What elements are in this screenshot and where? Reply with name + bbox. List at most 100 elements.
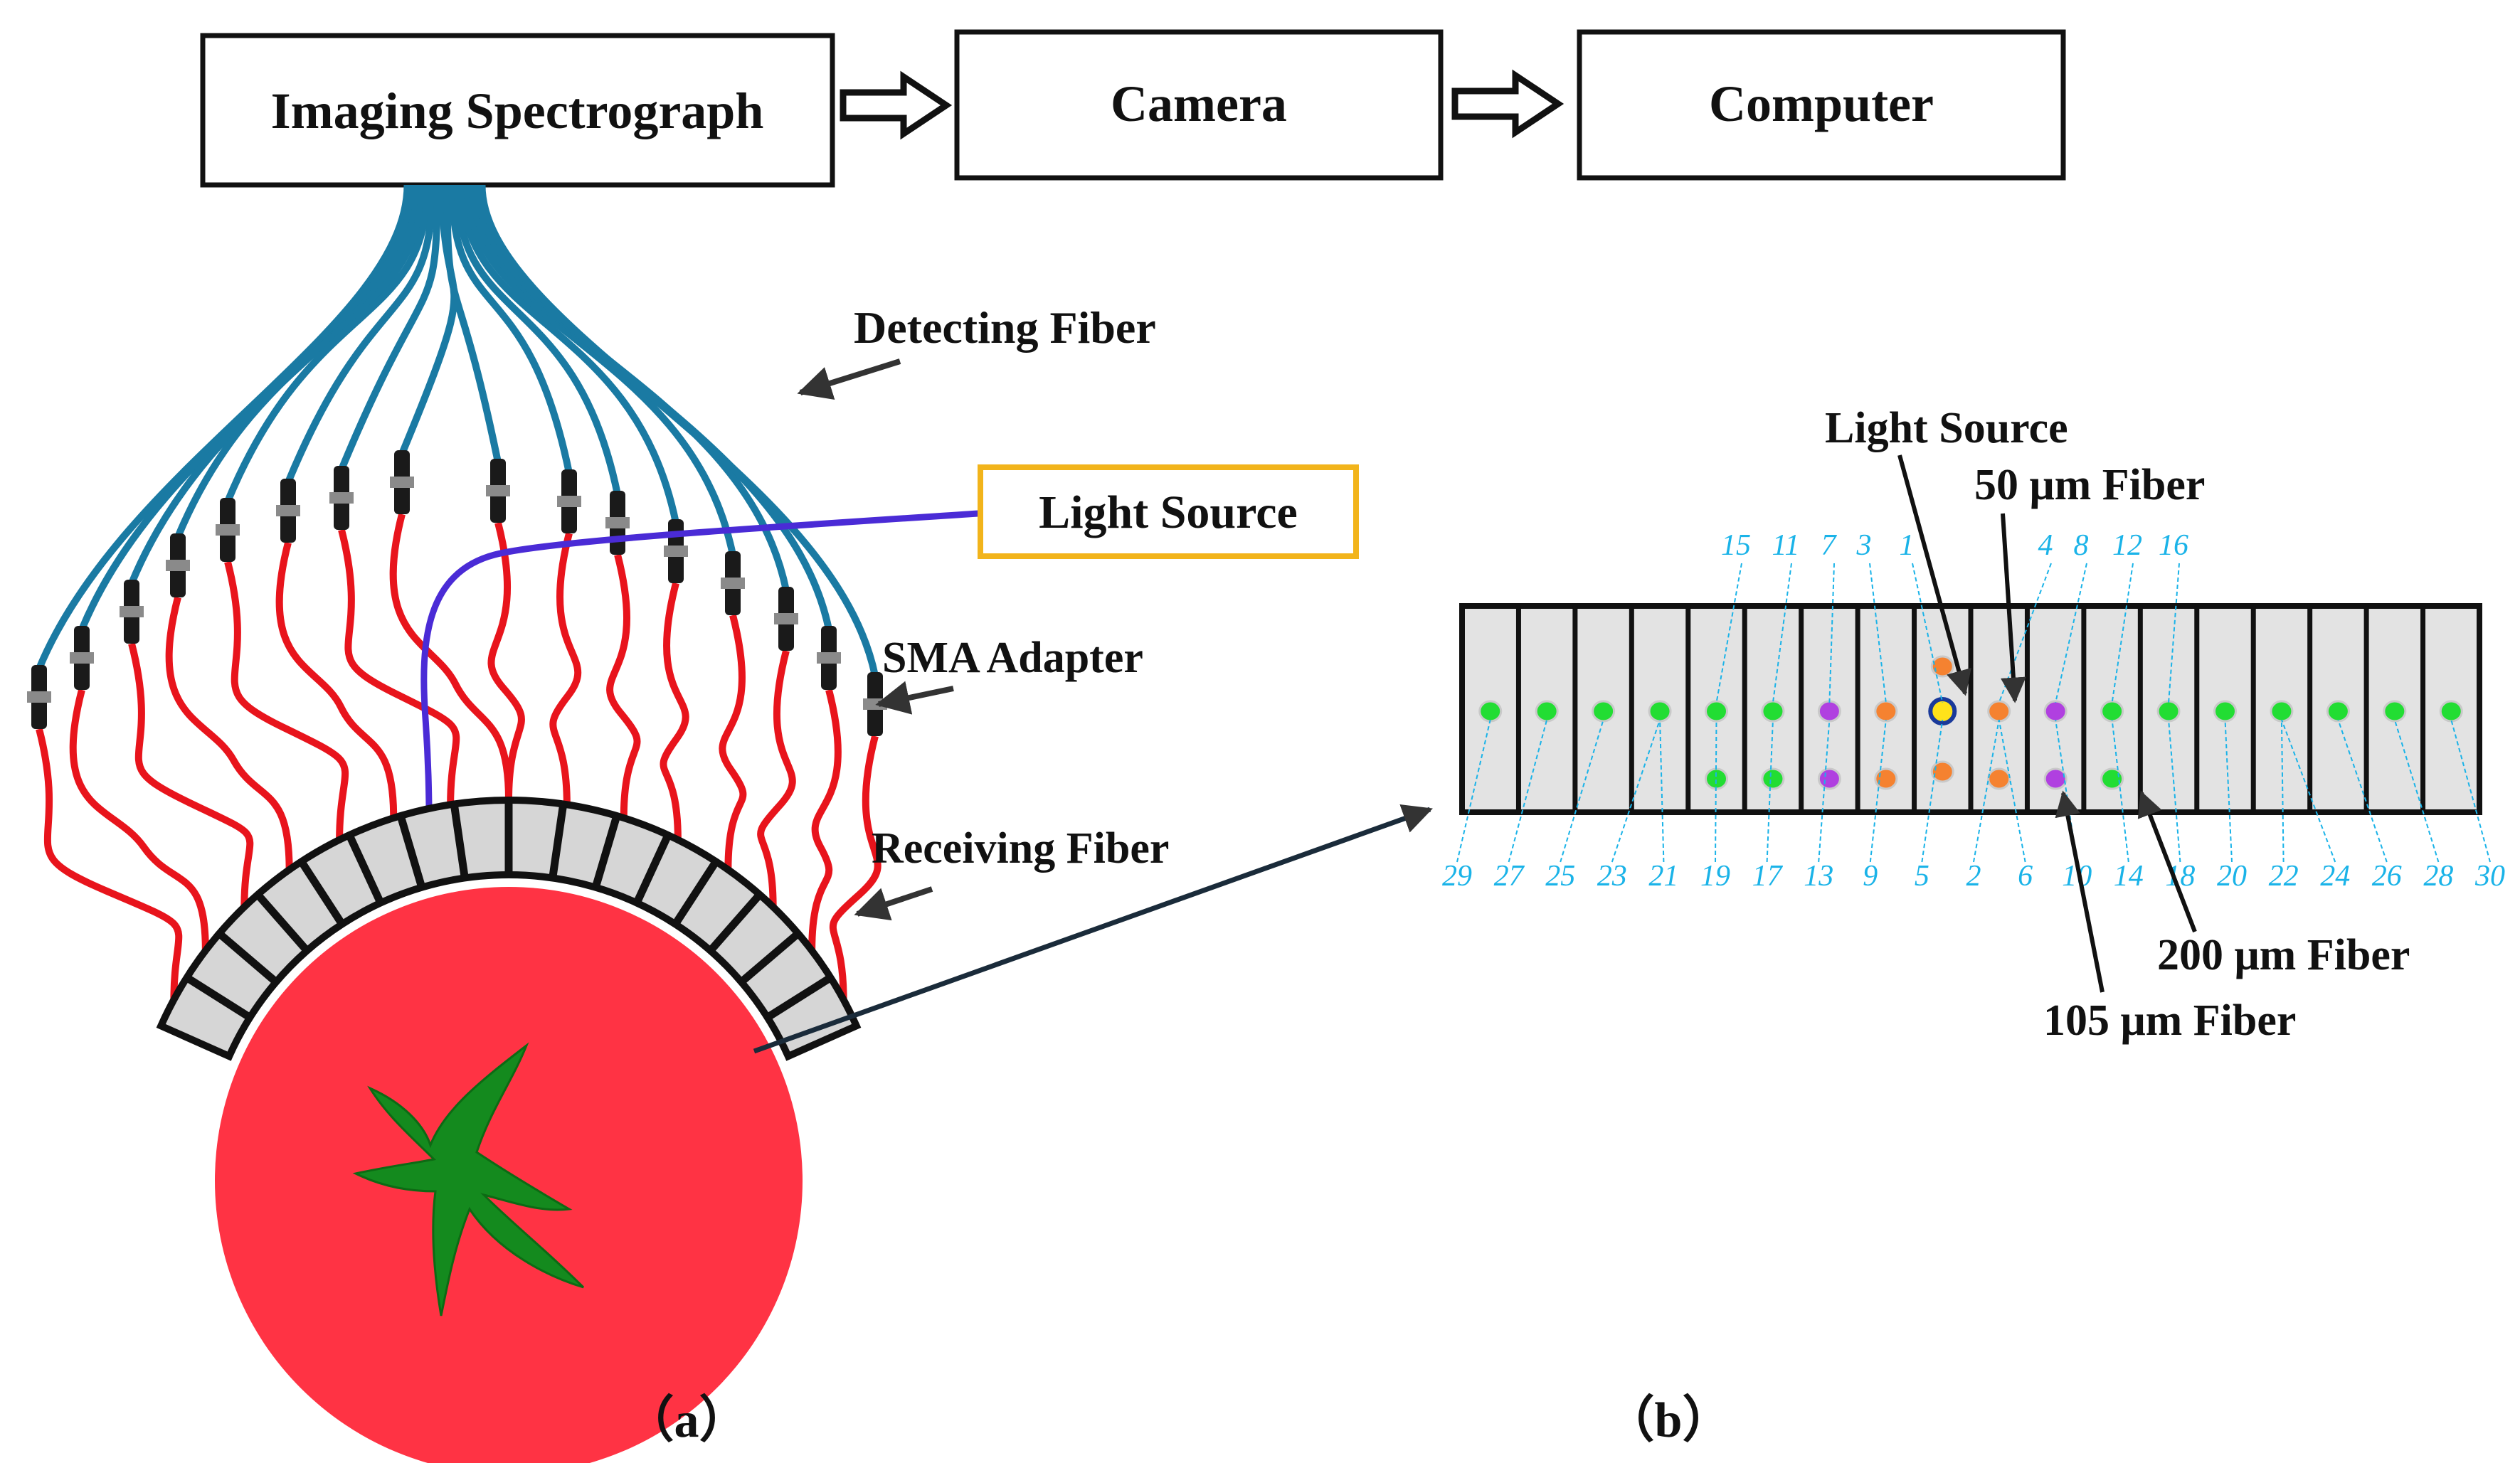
sma-adapter-arrow <box>875 681 954 715</box>
probe-to-detail-arrow <box>753 804 1433 1054</box>
fiber-number: 3 <box>1856 529 1872 562</box>
fiber-core <box>2213 700 2237 723</box>
light-source-box <box>978 464 1359 559</box>
fiber-number: 14 <box>2114 860 2144 893</box>
fiber-50-label: 50 μm Fiber <box>1974 461 2205 509</box>
receiving-fiber <box>224 560 349 840</box>
probe-channel-divider <box>396 813 426 889</box>
illumination-fiber <box>420 510 979 865</box>
fiber-number: 22 <box>2269 860 2299 893</box>
fiber-number-leader <box>1998 719 2026 863</box>
fiber-number: 7 <box>1821 529 1838 562</box>
receiving-fiber <box>275 541 398 819</box>
detecting-fiber <box>174 184 426 538</box>
fiber-105-label: 105 μm Fiber <box>2043 996 2296 1045</box>
arrow-spectrograph-to-camera-icon <box>840 70 953 140</box>
fiber-number-leader <box>2111 563 2134 703</box>
probe-channel-divider <box>591 813 621 889</box>
fiber-number-leader <box>1611 719 1661 863</box>
detecting-fiber <box>458 184 679 524</box>
detecting-fiber <box>285 184 436 484</box>
receiving-fiber <box>338 528 460 805</box>
fiber-core <box>1761 700 1785 723</box>
fiber-number: 21 <box>1648 860 1678 893</box>
fiber-number-leader <box>2280 719 2285 863</box>
probe-channel-divider <box>183 973 253 1021</box>
fiber-number: 1 <box>1900 529 1915 562</box>
fiber-number: 9 <box>1863 860 1878 893</box>
panel-b-label: （b） <box>1605 1393 1732 1448</box>
arrow-camera-to-computer-icon <box>1451 69 1565 139</box>
fiber-number-leader <box>2224 719 2233 863</box>
fiber-number-leader <box>2281 719 2336 863</box>
sma-adapter-ring <box>557 496 581 507</box>
probe-channel-divider <box>549 802 568 879</box>
sma-adapter-label: SMA Adapter <box>882 634 1143 682</box>
receiving-fiber <box>719 614 747 870</box>
imaging-spectrograph-box <box>200 33 835 188</box>
receiving-fiber <box>660 582 689 840</box>
fiber-number-leader <box>1973 719 2000 863</box>
probe-light-source-arrow <box>1897 454 1971 696</box>
fiber-200-label: 200 μm Fiber <box>2157 931 2410 979</box>
fiber-50-arrow <box>2000 513 2026 703</box>
fiber-core <box>1761 767 1785 790</box>
fiber-core <box>2043 767 2068 790</box>
detecting-fiber <box>224 184 431 503</box>
fiber-number: 30 <box>2474 860 2505 893</box>
detecting-fibers <box>36 184 879 677</box>
receiving-fiber <box>808 688 842 951</box>
fiber-number-leader <box>1869 719 1887 863</box>
fiber-number-leader <box>1456 719 1491 863</box>
fiber-number-leader <box>2393 719 2440 863</box>
computer-label: Computer <box>1709 75 1934 132</box>
fiber-number-leader <box>1869 563 1887 703</box>
fiber-number-leader <box>1912 563 1944 703</box>
fiber-core <box>1705 767 1728 790</box>
computer-box <box>1577 29 2066 181</box>
fiber-number-leader <box>1659 719 1665 863</box>
detecting-fiber <box>478 184 879 677</box>
receiving-fiber <box>69 688 209 951</box>
fiber-number: 27 <box>1494 860 1525 893</box>
fiber-number: 25 <box>1545 860 1575 893</box>
probe-channel-divider <box>707 890 764 954</box>
probe-channel-divider <box>450 802 469 879</box>
fiber-number-leader <box>2168 719 2181 863</box>
probe-head <box>156 797 862 1061</box>
fiber-core <box>2383 700 2407 723</box>
detecting-fiber <box>453 184 621 496</box>
receiving-fiber <box>757 649 796 908</box>
fiber-number: 29 <box>1442 860 1472 893</box>
probe-channel-divider <box>297 858 346 927</box>
fiber-core <box>2156 700 2181 723</box>
sma-adapter-ring <box>70 652 94 664</box>
light-source-core <box>1928 697 1957 725</box>
fiber-number: 17 <box>1752 860 1784 893</box>
probe-channel-divider <box>253 890 310 954</box>
receiving-fiber <box>549 532 582 805</box>
probe-channel-divider <box>345 832 384 905</box>
fiber-number-leader <box>2337 719 2388 863</box>
probe-channel-divider <box>672 858 721 927</box>
probe-light-source-label: Light Source <box>1825 404 2068 452</box>
receiving-fiber-arrow <box>854 886 933 921</box>
fiber-number: 23 <box>1597 860 1627 893</box>
fiber-core <box>2043 700 2068 723</box>
probe-channel-divider <box>216 930 279 985</box>
detecting-fiber <box>463 184 736 556</box>
fiber-core <box>1705 700 1728 723</box>
sma-adapter-ring <box>486 485 510 496</box>
fiber-number-leader <box>1766 719 1774 863</box>
fiber-core <box>1478 700 1503 723</box>
fiber-number: 8 <box>2074 529 2089 562</box>
probe-arc <box>156 797 862 1061</box>
tomato-calyx-icon <box>352 1042 585 1316</box>
pipeline: Imaging Spectrograph Camera Computer <box>200 29 2066 188</box>
imaging-spectrograph-label: Imaging Spectrograph <box>271 83 764 139</box>
fiber-core <box>2100 767 2124 790</box>
receiving-fiber <box>165 596 293 870</box>
sma-adapter-ring <box>216 524 240 536</box>
fiber-number: 15 <box>1721 529 1751 562</box>
